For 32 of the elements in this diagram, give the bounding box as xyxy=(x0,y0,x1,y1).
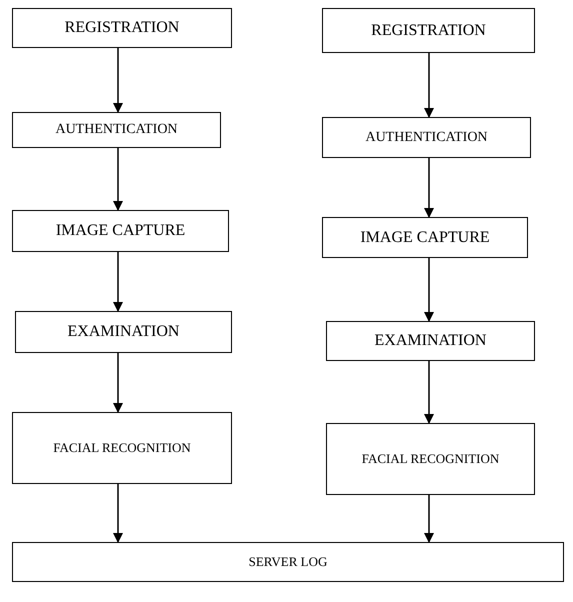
box-label: AUTHENTICATION xyxy=(365,128,488,146)
arrow xyxy=(424,361,434,424)
process-box xyxy=(15,311,232,353)
box-label: EXAMINATION xyxy=(68,322,180,342)
box-label: IMAGE CAPTURE xyxy=(56,221,186,241)
box-label: EXAMINATION xyxy=(374,331,486,351)
box-label: FACIAL RECOGNITION xyxy=(53,440,191,456)
box-label: FACIAL RECOGNITION xyxy=(362,450,500,468)
arrow xyxy=(113,484,123,543)
process-box xyxy=(12,210,229,252)
box-label: SERVER LOG xyxy=(248,554,328,570)
box-label: REGISTRATION xyxy=(371,20,486,40)
process-box xyxy=(322,117,531,158)
arrow xyxy=(424,495,434,543)
process-box xyxy=(322,217,528,258)
arrow xyxy=(113,252,123,312)
arrow xyxy=(424,258,434,322)
process-box xyxy=(322,8,535,53)
arrow xyxy=(424,53,434,118)
process-box xyxy=(12,8,232,48)
process-box xyxy=(326,321,535,361)
arrow xyxy=(113,353,123,413)
process-box xyxy=(12,542,564,582)
arrow xyxy=(113,48,123,113)
box-label: REGISTRATION xyxy=(64,18,180,38)
process-box xyxy=(12,112,221,148)
process-box xyxy=(326,423,535,495)
process-box xyxy=(12,412,232,484)
arrow xyxy=(424,158,434,218)
box-label: AUTHENTICATION xyxy=(55,121,178,139)
arrow xyxy=(113,148,123,211)
box-label: IMAGE CAPTURE xyxy=(360,228,490,248)
